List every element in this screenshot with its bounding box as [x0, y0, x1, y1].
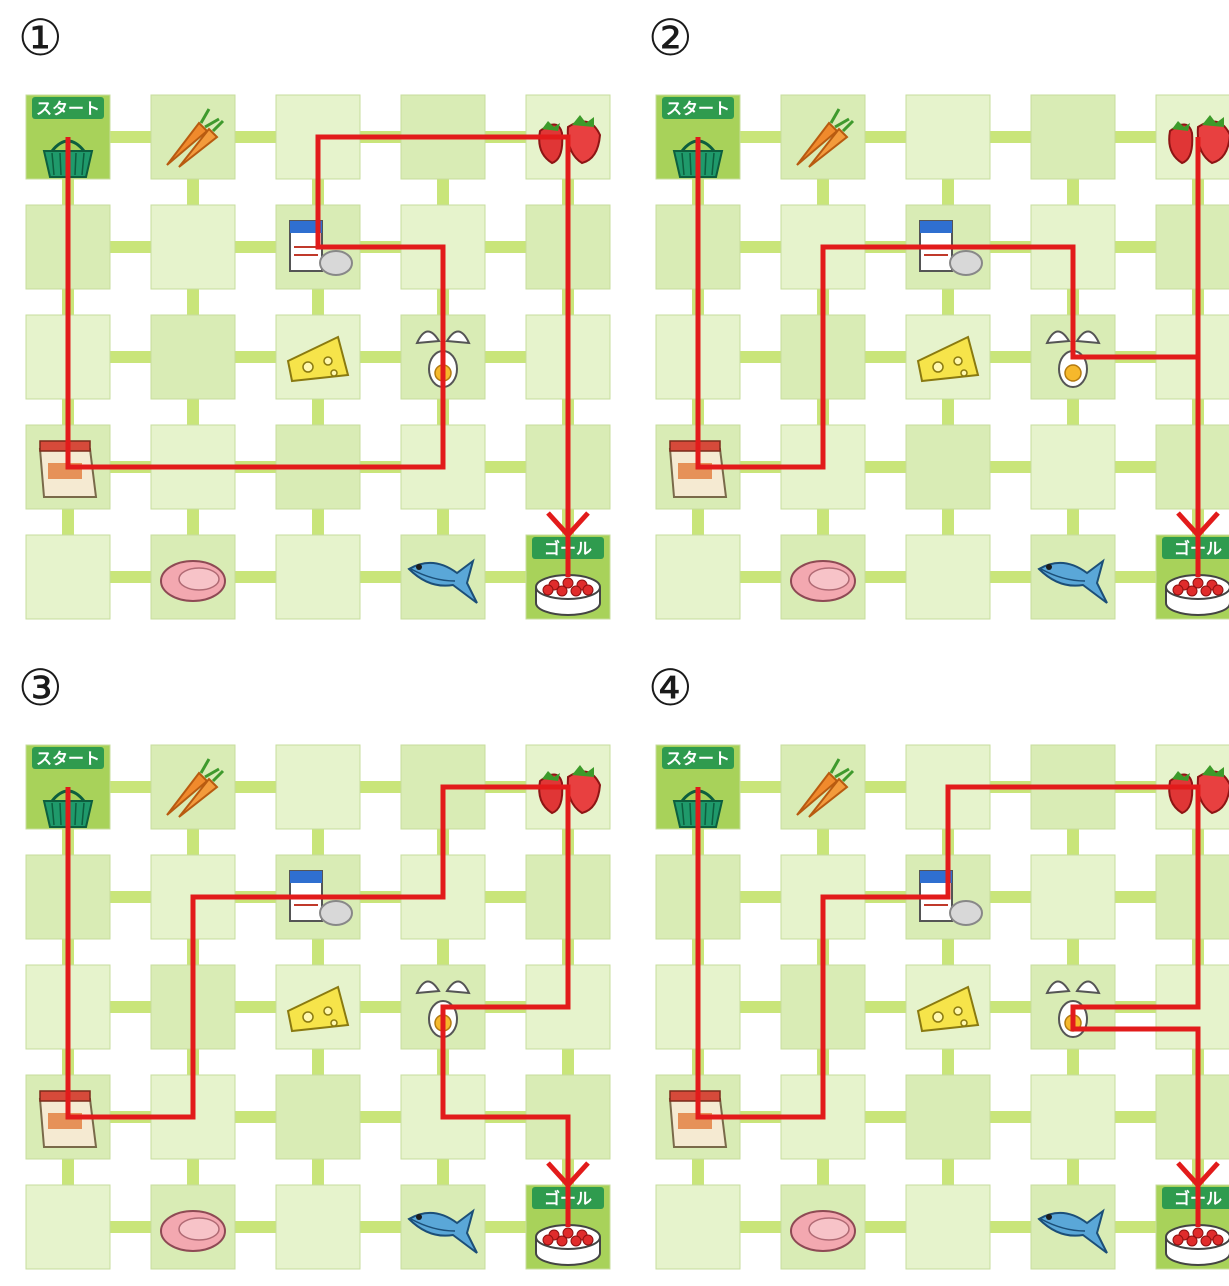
puzzle-panel-3: ③ スタートゴール — [0, 650, 615, 1286]
puzzle-panel-1: ① スタートゴール — [0, 0, 615, 636]
grid-tile — [151, 315, 235, 399]
grid-tile — [276, 535, 360, 619]
cake-icon — [536, 575, 600, 615]
start-label: スタート — [666, 99, 730, 118]
puzzle-panel-4: ④ スタートゴール — [630, 650, 1229, 1286]
grid-tile — [1156, 425, 1229, 509]
grid-tile — [1031, 425, 1115, 509]
grid-tile — [1031, 95, 1115, 179]
grid-tile — [276, 745, 360, 829]
grid-tile — [26, 535, 110, 619]
grid-tile — [26, 1185, 110, 1269]
ham-icon — [161, 561, 225, 601]
start-label: スタート — [666, 749, 730, 768]
cake-icon — [1166, 1225, 1229, 1265]
grid-tile — [1156, 205, 1229, 289]
grid-tile — [276, 1075, 360, 1159]
grid-tile — [276, 1185, 360, 1269]
ham-icon — [161, 1211, 225, 1251]
grid-tile — [656, 535, 740, 619]
grid-tile — [906, 1185, 990, 1269]
grid-tile — [1156, 855, 1229, 939]
ham-icon — [791, 561, 855, 601]
grid-tile — [151, 205, 235, 289]
grid-tile — [906, 535, 990, 619]
cake-icon — [1166, 575, 1229, 615]
grid-tile — [906, 425, 990, 509]
grid-tile — [906, 1075, 990, 1159]
grid-tile — [656, 1185, 740, 1269]
ham-icon — [791, 1211, 855, 1251]
grid-tile — [906, 95, 990, 179]
grid-tile — [1031, 1075, 1115, 1159]
grid-tile — [1156, 1075, 1229, 1159]
start-label: スタート — [36, 749, 100, 768]
grid-tile — [1031, 855, 1115, 939]
cake-icon — [536, 1225, 600, 1265]
puzzle-panel-2: ② スタートゴール — [630, 0, 1229, 636]
start-label: スタート — [36, 99, 100, 118]
